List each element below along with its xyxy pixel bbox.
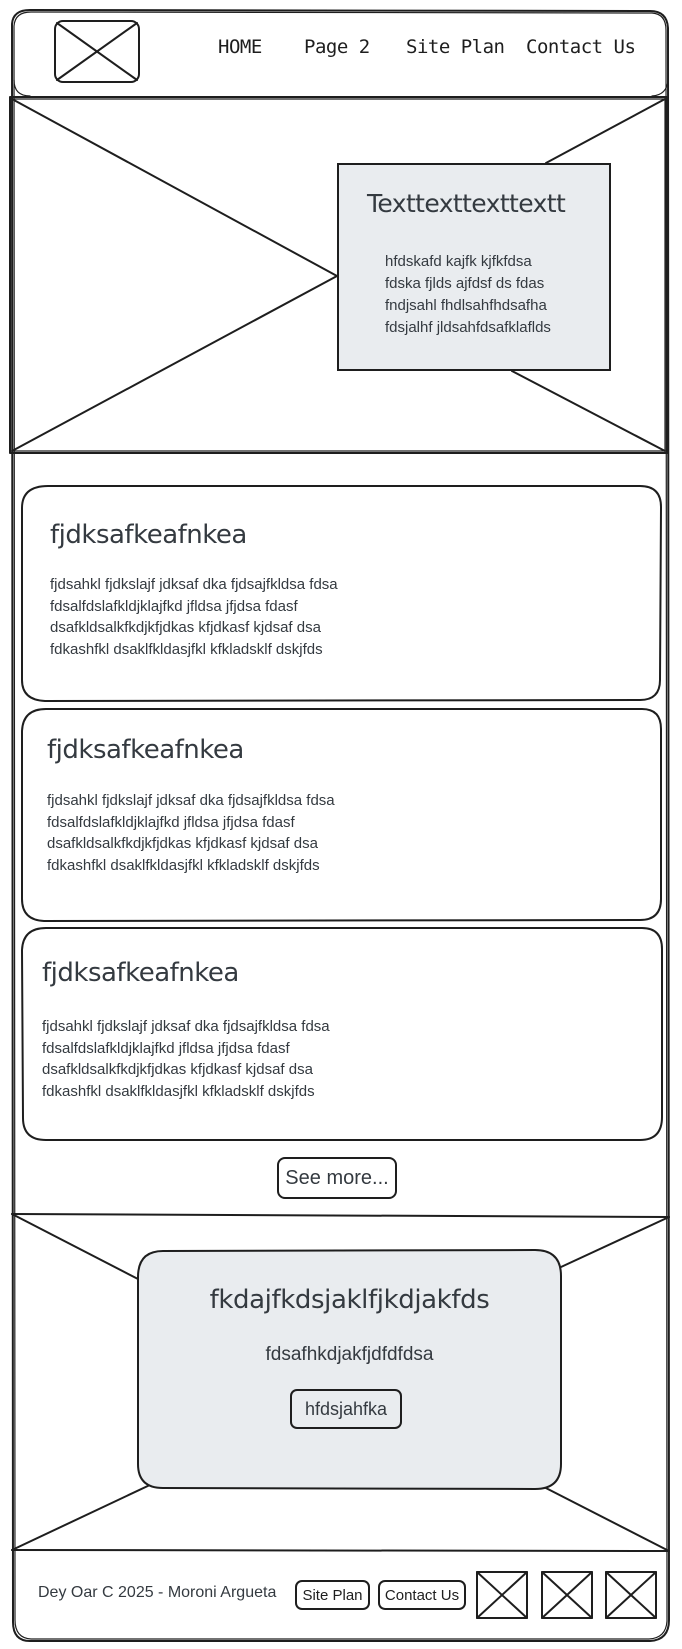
card-title: fjdksafkeafnkea [47, 735, 244, 765]
hero-title: Texttexttexttextt [367, 189, 566, 218]
logo-placeholder-icon[interactable] [55, 21, 139, 82]
card-body-text: fjdsahkl fjdkslajf jdksaf dka fjdsajfkld… [50, 576, 338, 658]
footer-contact-us-button[interactable]: Contact Us [384, 1586, 460, 1604]
cta-subtitle: fdsafhkdjakfjdfdfdsa [265, 1344, 434, 1365]
footer-site-plan-button[interactable]: Site Plan [302, 1586, 363, 1604]
social-placeholder-icon-1[interactable] [477, 1571, 529, 1619]
see-more-button[interactable]: See more... [285, 1166, 389, 1189]
hero-body-text: hfdskafd kajfk kjfkfdsa fdska fjlds ajfd… [385, 253, 551, 336]
social-placeholder-icon-2[interactable] [542, 1571, 594, 1619]
nav-link-home[interactable]: HOME [218, 36, 262, 58]
nav-link-contact-us[interactable]: Contact Us [526, 36, 636, 58]
nav-link-page-2[interactable]: Page 2 [304, 36, 370, 58]
cta-card: fkdajfkdsjaklfjkdjakfds fdsafhkdjakfjdfd… [138, 1251, 561, 1489]
card-title: fjdksafkeafnkea [42, 958, 239, 988]
card-body-text: fjdsahkl fjdkslajf jdksaf dka fjdsajfkld… [42, 1018, 330, 1100]
nav-link-site-plan[interactable]: Site Plan [406, 36, 505, 58]
cta-button[interactable]: hfdsjahfka [304, 1398, 388, 1419]
card-body-text: fjdsahkl fjdkslajf jdksaf dka fjdsajfkld… [47, 792, 335, 874]
content-card: fjdksafkeafnkea fjdsahkl fjdkslajf jdksa… [22, 709, 661, 921]
footer-copyright: Dey Oar C 2025 - Moroni Argueta [38, 1584, 277, 1601]
content-card: fjdksafkeafnkea fjdsahkl fjdkslajf jdksa… [22, 928, 662, 1140]
social-placeholder-icon-3[interactable] [606, 1571, 658, 1619]
card-title: fjdksafkeafnkea [50, 520, 247, 550]
cta-title: fkdajfkdsjaklfjkdjakfds [209, 1285, 490, 1315]
hero-card: Texttexttexttextt hfdskafd kajfk kjfkfds… [337, 163, 611, 371]
content-card: fjdksafkeafnkea fjdsahkl fjdkslajf jdksa… [22, 486, 661, 701]
